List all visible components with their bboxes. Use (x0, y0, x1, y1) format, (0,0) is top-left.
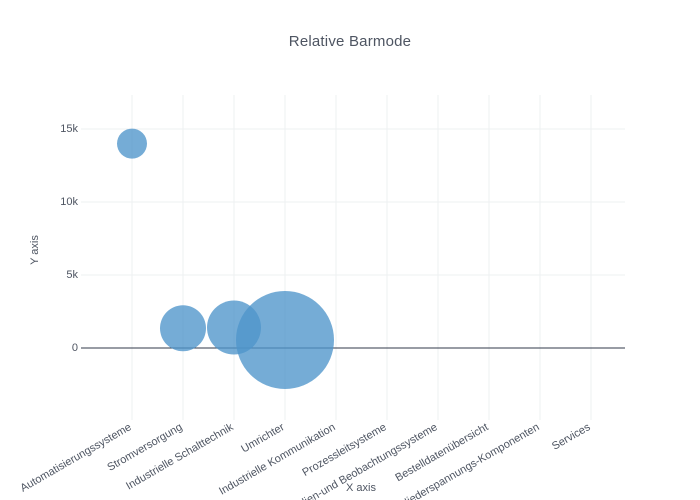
chart-title: Relative Barmode (288, 33, 412, 50)
bubble-marker[interactable] (117, 128, 147, 159)
bubble-marker[interactable] (236, 290, 334, 389)
x-tick-label: Services (550, 421, 593, 453)
y-tick-label: 15k (60, 123, 78, 135)
y-gridlines (86, 128, 625, 276)
x-gridlines (131, 95, 592, 415)
y-tick-label: 5k (66, 269, 78, 281)
bubble-series (117, 128, 334, 389)
y-tick-label: 10k (60, 196, 78, 208)
bubble-marker[interactable] (160, 305, 206, 352)
x-tick-labels: AutomatisierungssystemeStromversorgungIn… (18, 421, 593, 500)
y-tick-labels: 0 5k 10k 15k (60, 123, 86, 354)
y-tick-label: 0 (72, 342, 78, 354)
x-tick-label: Prozessleitsysteme (300, 421, 388, 479)
y-axis-title: Y axis (29, 235, 41, 265)
x-axis-title: X axis (346, 482, 376, 494)
x-tickmarks (131, 415, 592, 420)
